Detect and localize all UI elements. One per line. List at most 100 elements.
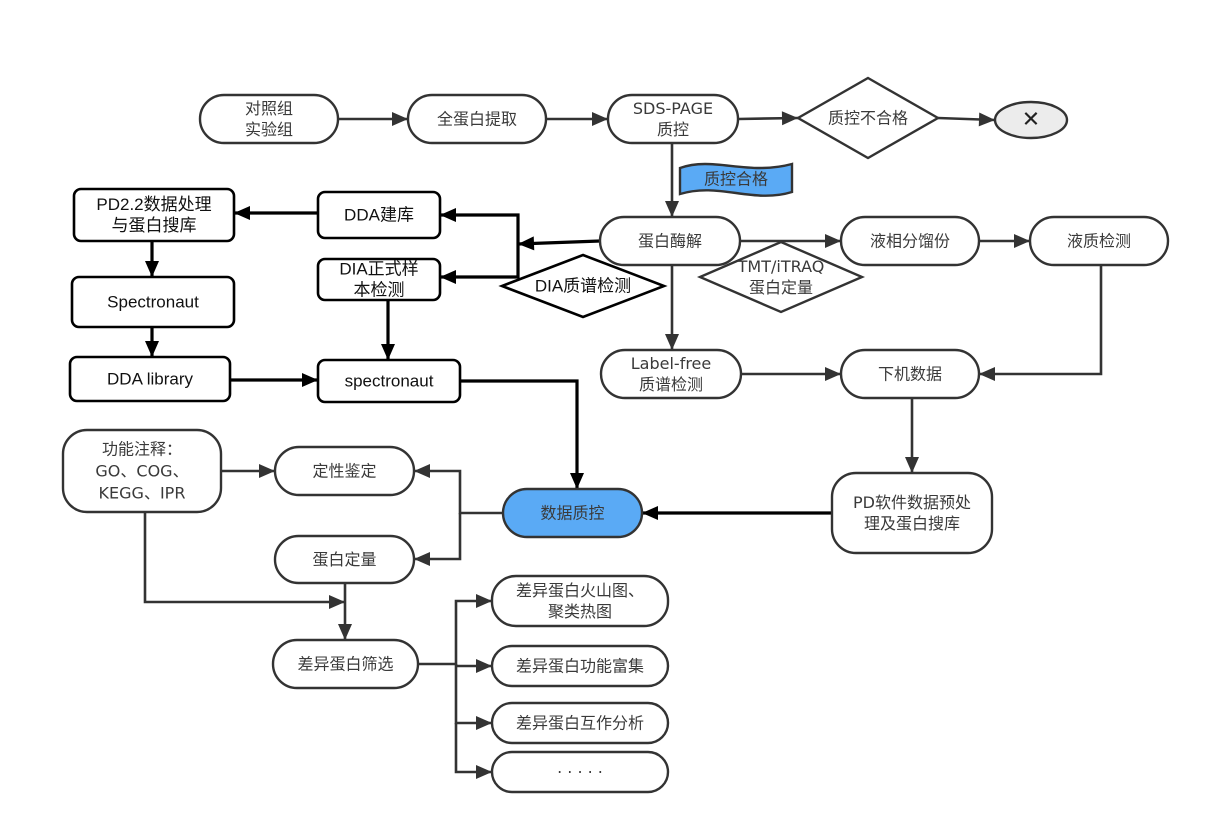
arrowhead-icon xyxy=(781,111,798,126)
edge-extract-to-sdspage xyxy=(546,112,608,126)
edge-diff_screen-to-enrich xyxy=(456,659,492,673)
node-label: 蛋白定量 xyxy=(312,550,376,569)
rounded-shape xyxy=(830,471,994,555)
edge-ms_detect-to-raw_data xyxy=(979,265,1103,381)
diamond-shape xyxy=(696,240,866,314)
edges-layer xyxy=(143,111,1103,779)
node-dda-library: DDA library xyxy=(68,355,232,403)
arrowhead-icon xyxy=(665,334,679,350)
edge-digest-to-labelfree xyxy=(665,265,679,350)
node-label: 蛋白酶解 xyxy=(638,232,702,251)
rounded-shape xyxy=(839,215,981,267)
edge-diff_screen-to-interact xyxy=(454,664,492,730)
node-label: 聚类热图 xyxy=(548,602,612,621)
edge-data_qc-to-quant xyxy=(414,513,462,566)
node-label: DDA建库 xyxy=(344,206,414,225)
node-dda-lib-build: DDA建库 xyxy=(316,190,442,240)
node-label: 定性鉴定 xyxy=(312,462,376,481)
arrowhead-icon xyxy=(234,206,250,220)
arrowhead-icon xyxy=(665,201,679,217)
node-qual-id: 定性鉴定 xyxy=(273,445,416,497)
connector-line xyxy=(418,599,492,666)
node-end: ✕ xyxy=(993,100,1069,140)
node-label: 差异蛋白筛选 xyxy=(297,655,393,674)
arrowhead-icon xyxy=(145,341,159,357)
node-label: DIA质谱检测 xyxy=(535,277,631,296)
arrowhead-icon xyxy=(414,464,430,478)
edge-func_annot-to-qual_id xyxy=(221,464,275,478)
edge-diff_screen-to-more xyxy=(454,723,492,779)
ellipse-shape xyxy=(993,100,1069,140)
edge-digest-to-dda_lib_build xyxy=(440,208,601,284)
rounded-shape xyxy=(271,638,420,690)
node-dia-ms: DIA质谱检测 xyxy=(498,253,668,319)
arrowhead-icon xyxy=(825,367,841,381)
node-more: · · · · · xyxy=(490,750,670,794)
arrowhead-icon xyxy=(145,261,159,277)
edge-pd22-to-spectronaut1 xyxy=(145,241,159,277)
arrowhead-icon xyxy=(476,765,492,779)
edge-groups-to-extract xyxy=(338,112,408,126)
arrowhead-icon xyxy=(905,457,919,473)
arrowhead-icon xyxy=(338,624,352,640)
edge-dia_sample-to-spectronaut2 xyxy=(381,300,395,360)
rounded-shape xyxy=(61,428,223,514)
node-digest: 蛋白酶解 xyxy=(598,215,742,267)
arrowhead-icon xyxy=(259,464,275,478)
arrowhead-icon xyxy=(381,344,395,360)
close-x-icon: ✕ xyxy=(1022,108,1040,133)
node-lc-frac: 液相分馏份 xyxy=(839,215,981,267)
nodes-layer: 对照组实验组全蛋白提取SDS-PAGE质控质控不合格✕质控合格蛋白酶解液相分馏份… xyxy=(61,76,1170,794)
rounded-shape xyxy=(273,534,416,585)
edge-func_annot-to-diff_screen xyxy=(143,512,345,609)
edge-spectronaut1-to-dda_library xyxy=(145,327,159,357)
banner-shape xyxy=(678,162,794,197)
node-diff-screen: 差异蛋白筛选 xyxy=(271,638,420,690)
node-label: 数据质控 xyxy=(540,504,604,523)
connector-line xyxy=(143,512,345,604)
node-volcano: 差异蛋白火山图、聚类热图 xyxy=(490,574,670,628)
node-ms-detect: 液质检测 xyxy=(1028,215,1170,267)
node-interact: 差异蛋白互作分析 xyxy=(490,701,670,745)
node-label: 质控合格 xyxy=(704,170,768,189)
node-raw-data: 下机数据 xyxy=(839,348,981,400)
node-label: 质谱检测 xyxy=(639,375,703,394)
rounded-shape xyxy=(490,644,670,688)
connector-line xyxy=(454,723,492,774)
node-label: 液质检测 xyxy=(1067,232,1131,251)
rect-shape xyxy=(316,358,462,404)
node-label: 功能注释： xyxy=(102,440,182,459)
node-label: 差异蛋白功能富集 xyxy=(516,657,644,676)
rounded-shape xyxy=(598,215,742,267)
node-label: Spectronaut xyxy=(107,293,199,312)
arrowhead-icon xyxy=(476,594,492,608)
arrowhead-icon xyxy=(440,208,456,222)
node-label: 差异蛋白互作分析 xyxy=(516,714,644,733)
rounded-shape xyxy=(273,445,416,497)
edge-labelfree-to-raw_data xyxy=(741,367,841,381)
node-label: TMT/iTRAQ xyxy=(737,257,825,276)
rounded-shape xyxy=(490,701,670,745)
diamond-shape xyxy=(498,253,668,319)
edge-sdspage-to-qc_fail xyxy=(737,111,799,126)
edge-dda_lib_build-to-pd22 xyxy=(234,206,318,220)
rect-shape xyxy=(316,257,442,302)
node-data-qc: 数据质控 xyxy=(501,487,644,539)
arrowhead-icon xyxy=(518,236,535,251)
connector-line xyxy=(454,664,492,725)
edge-pd_pre-to-data_qc xyxy=(642,506,832,520)
connector-line xyxy=(414,469,503,515)
node-quant: 蛋白定量 xyxy=(273,534,416,585)
node-label: 液相分馏份 xyxy=(870,232,950,251)
rect-shape xyxy=(68,355,232,403)
rect-shape xyxy=(70,275,236,329)
arrowhead-icon xyxy=(329,595,345,609)
node-label: DIA正式样 xyxy=(339,260,418,279)
connector-line xyxy=(440,213,520,244)
